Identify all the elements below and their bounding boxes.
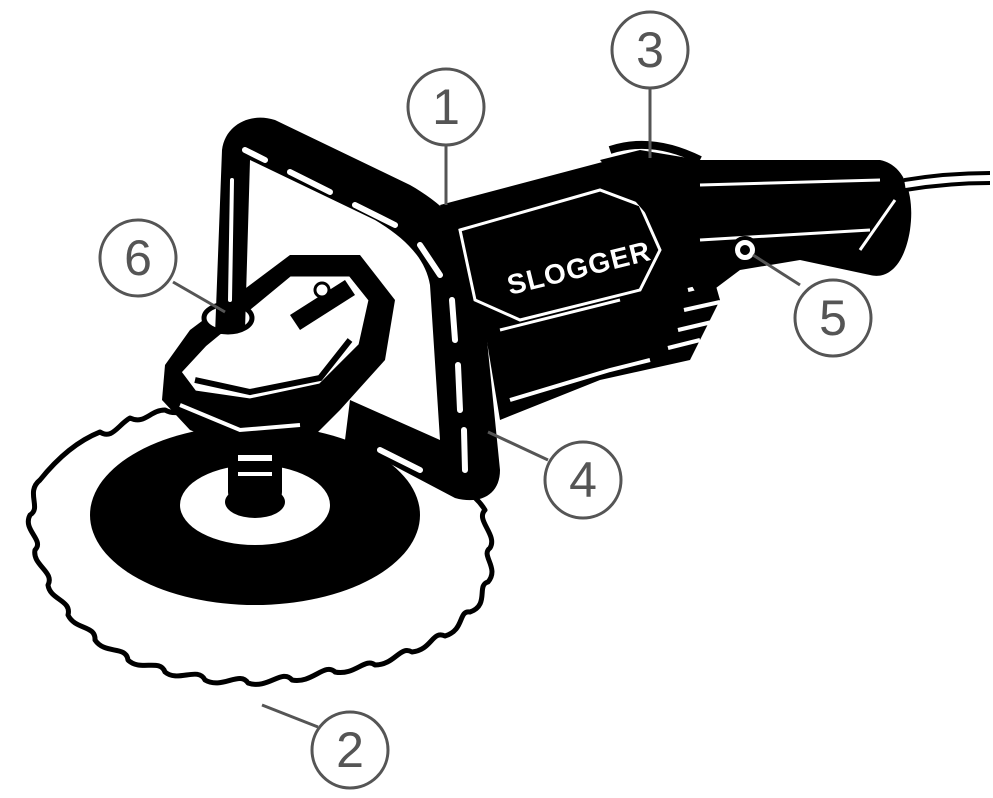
callout-leaders	[172, 88, 801, 729]
callout-5: 5	[793, 278, 873, 358]
callout-5-label: 5	[819, 290, 847, 346]
leader-6	[172, 280, 226, 314]
callout-2-label: 2	[336, 722, 364, 778]
rear-handle	[600, 140, 912, 300]
polishing-pad	[25, 405, 495, 687]
callout-3-label: 3	[636, 22, 664, 78]
callout-1: 1	[406, 67, 486, 147]
callout-6: 6	[98, 218, 178, 298]
motor-housing: SLOGGER	[440, 160, 720, 420]
power-cord	[903, 171, 991, 192]
callout-4-label: 4	[569, 452, 597, 508]
callout-3: 3	[610, 10, 690, 90]
leader-5	[752, 253, 801, 287]
callout-2: 2	[310, 710, 390, 790]
spindle	[228, 440, 282, 502]
callout-4: 4	[543, 440, 623, 520]
callout-1-label: 1	[432, 79, 460, 135]
leader-2	[261, 703, 319, 729]
leader-4	[487, 430, 549, 462]
loop-handle	[215, 117, 500, 501]
callout-6-label: 6	[124, 230, 152, 286]
